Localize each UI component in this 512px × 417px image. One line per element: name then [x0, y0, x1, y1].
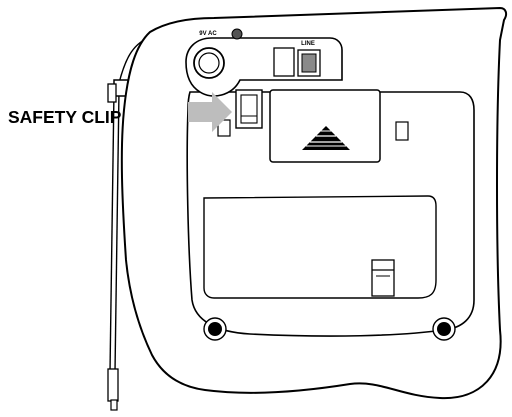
line-jack	[273, 47, 321, 77]
power-jack-label: 9V AC	[199, 31, 217, 37]
left-foot	[203, 317, 227, 341]
right-slot	[395, 121, 409, 141]
indicator-dot	[231, 28, 243, 40]
triangle-up-icon	[302, 126, 350, 150]
battery-door	[203, 195, 437, 299]
clip-holder	[235, 89, 263, 129]
label-plate	[269, 89, 381, 163]
line-jack-label: LINE	[301, 41, 315, 47]
power-jack	[193, 47, 225, 79]
arrow-right-icon	[188, 92, 232, 132]
safety-clip-label: SAFETY CLIP	[8, 107, 122, 127]
door-latch	[371, 259, 395, 297]
right-foot	[432, 317, 456, 341]
